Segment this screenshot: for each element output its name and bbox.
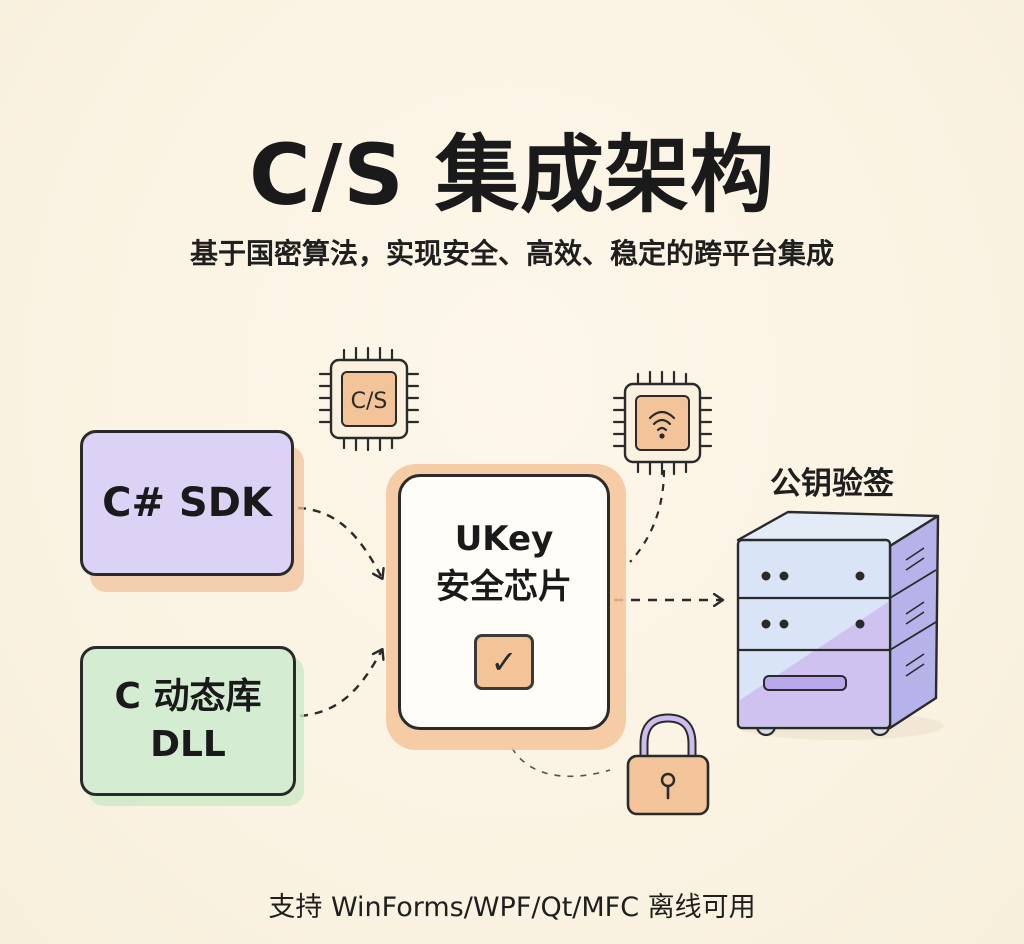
check-icon: ✓: [474, 634, 534, 690]
cs-chip-icon: [318, 346, 420, 452]
wireless-chip-icon: [612, 370, 713, 476]
csharp-sdk-node: C# SDK: [80, 430, 294, 576]
ukey-label-line1: UKey: [454, 519, 554, 559]
footer-note: 支持 WinForms/WPF/Qt/MFC 离线可用: [268, 892, 756, 923]
c-dll-label-line2: DLL: [150, 724, 226, 765]
server-icon: [736, 510, 944, 740]
c-dll-node: C 动态库 DLL: [80, 646, 296, 796]
connector-ukey-to-lock: [511, 747, 611, 778]
cs-chip-label: C/S: [351, 389, 388, 414]
padlock-icon: [626, 713, 710, 816]
connector-dll-to-ukey: [299, 650, 382, 718]
ukey-label-line2: 安全芯片: [436, 567, 572, 607]
c-dll-label-line1: C 动态库: [114, 676, 262, 717]
csharp-sdk-label: C# SDK: [102, 480, 272, 526]
connector-wireless-chip-to-ukey: [629, 469, 666, 563]
page-subtitle: 基于国密算法，实现安全、高效、稳定的跨平台集成: [189, 237, 834, 270]
connector-sdk-to-ukey: [297, 506, 382, 578]
server-label: 公钥验签: [770, 466, 894, 502]
page-title: C/S 集成架构: [248, 126, 776, 224]
ukey-secure-chip-node: UKey 安全芯片: [398, 474, 610, 730]
